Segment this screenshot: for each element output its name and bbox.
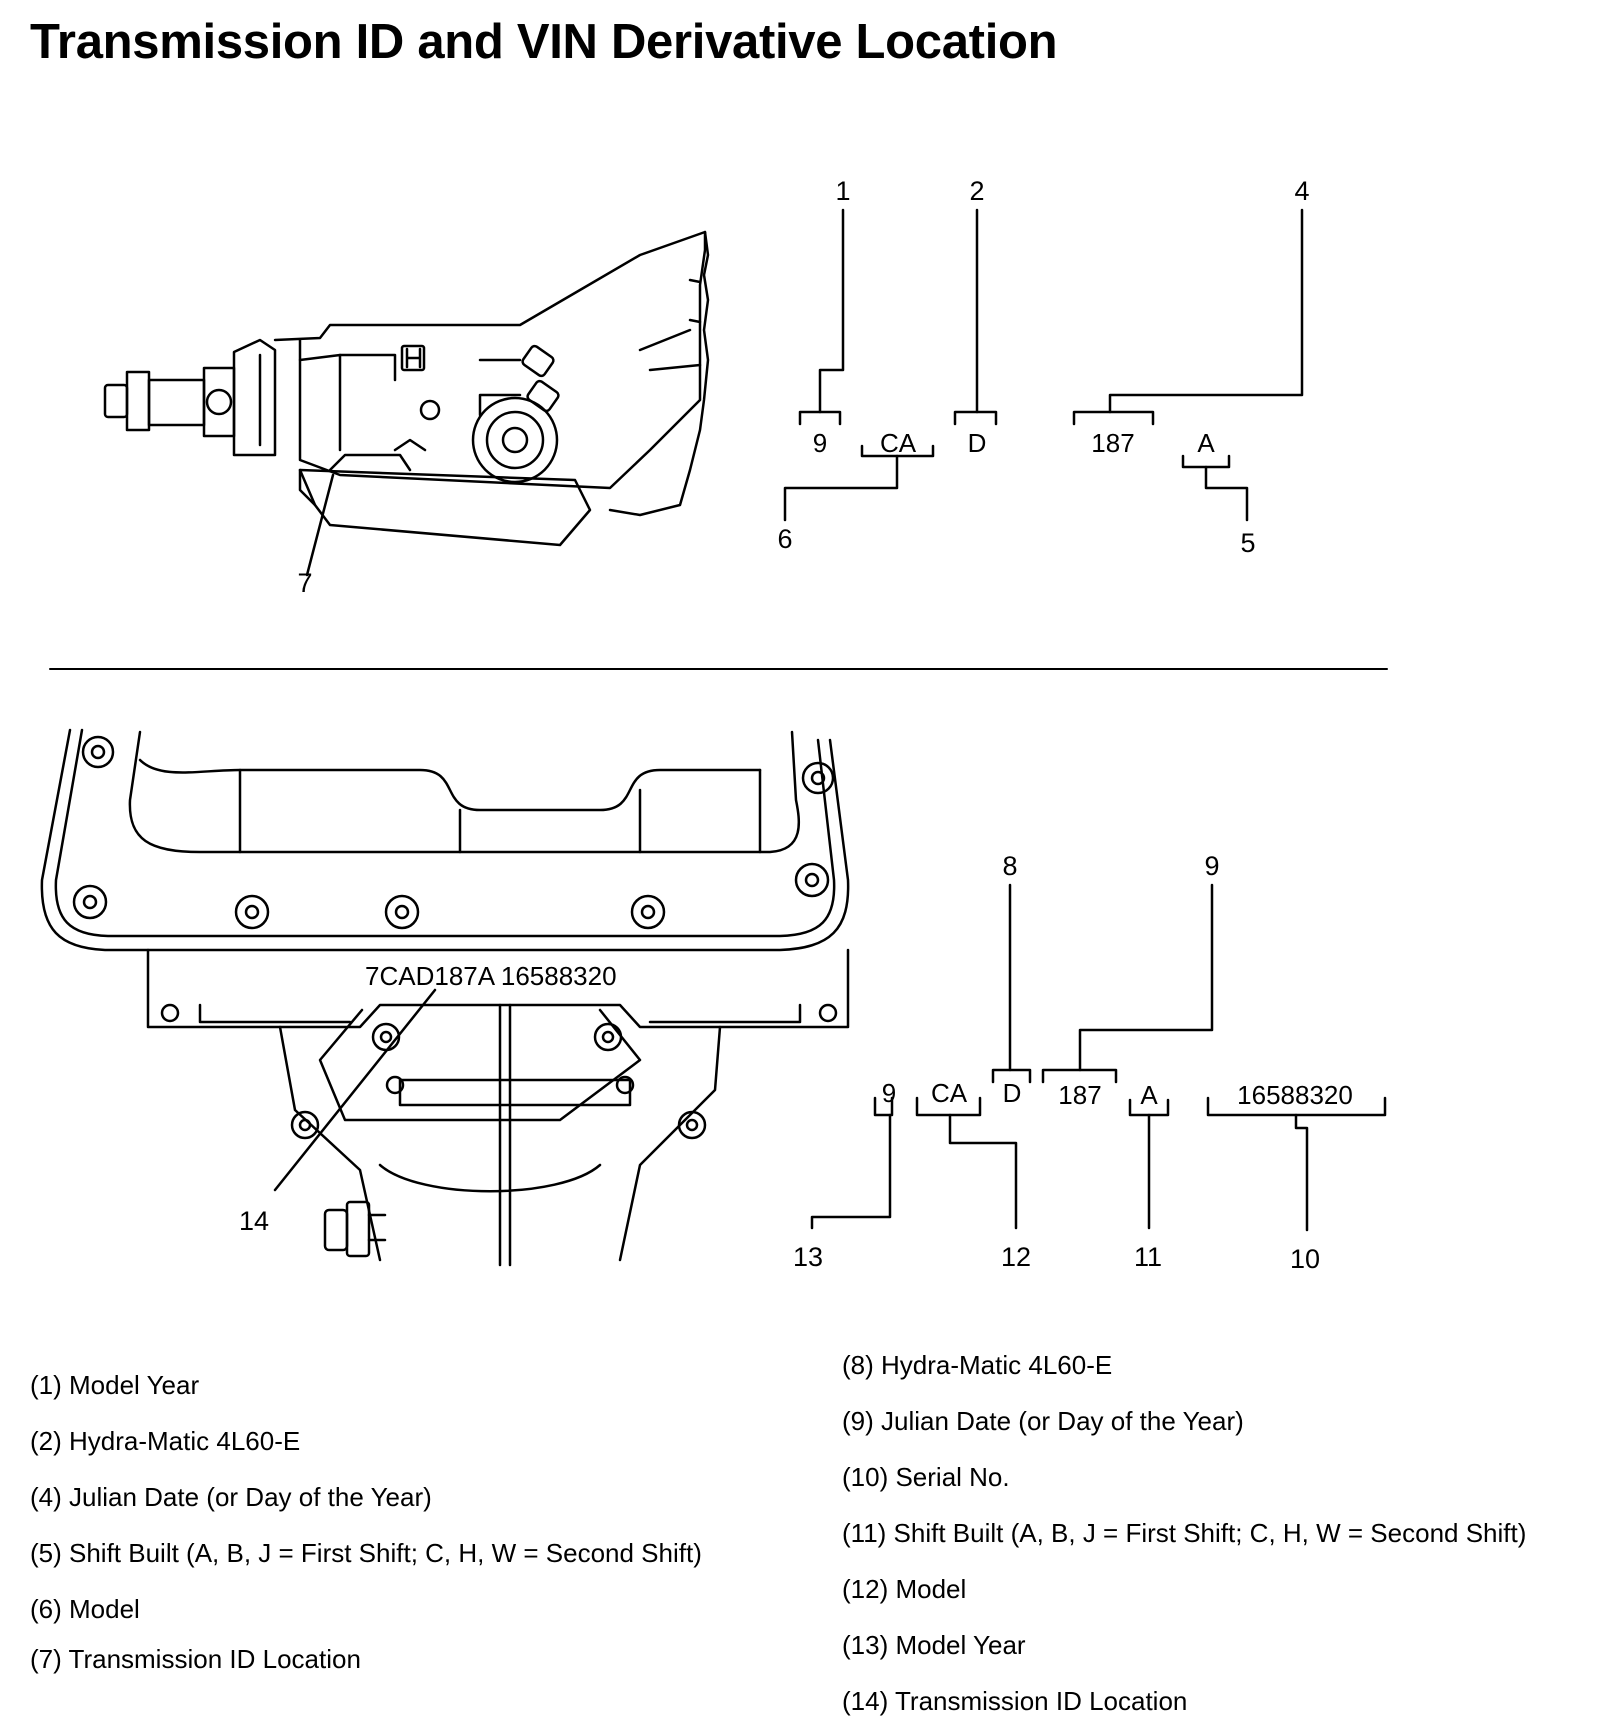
callout-12: 12 <box>1001 1242 1031 1272</box>
legend-item-6: (6) Model <box>30 1594 140 1624</box>
top-callout-numbers: 1 2 4 5 6 7 <box>297 176 1309 598</box>
callout-7: 7 <box>297 568 312 598</box>
legend-item-4: (4) Julian Date (or Day of the Year) <box>30 1482 432 1512</box>
top-code-julian: 187 <box>1091 428 1134 458</box>
callout-10: 10 <box>1290 1244 1320 1274</box>
bottom-code-year: 9 <box>882 1078 896 1108</box>
callout-5: 5 <box>1240 528 1255 558</box>
legend-item-8: (8) Hydra-Matic 4L60-E <box>842 1350 1113 1380</box>
top-code-shift: A <box>1197 428 1215 458</box>
callout-4-leader <box>1108 208 1304 414</box>
legend-item-10: (10) Serial No. <box>842 1462 1010 1492</box>
bottom-code-model: CA <box>931 1078 968 1108</box>
top-code-brackets <box>798 410 1231 469</box>
callout-13: 13 <box>793 1242 823 1272</box>
transmission-bottom-view-illustration <box>40 728 850 1267</box>
callout-8: 8 <box>1002 851 1017 881</box>
callout-5-leader <box>1204 465 1249 522</box>
callout-12-leader <box>948 1113 1018 1230</box>
transmission-side-view-illustration <box>103 230 710 547</box>
top-code-model: CA <box>880 428 917 458</box>
callout-2: 2 <box>969 176 984 206</box>
top-callout-leaders <box>783 208 1304 522</box>
legend-item-5: (5) Shift Built (A, B, J = First Shift; … <box>30 1538 702 1568</box>
legend-item-9: (9) Julian Date (or Day of the Year) <box>842 1406 1244 1436</box>
callout-9: 9 <box>1204 851 1219 881</box>
top-code-labels: 9 CA D 187 A <box>813 428 1216 458</box>
legend-item-2: (2) Hydra-Matic 4L60-E <box>30 1426 301 1456</box>
callout-10-leader <box>1294 1113 1309 1232</box>
top-code-year: 9 <box>813 428 827 458</box>
legend-item-1: (1) Model Year <box>30 1370 200 1400</box>
legend-item-14: (14) Transmission ID Location <box>842 1686 1188 1716</box>
bottom-code-plant: D <box>1003 1078 1022 1108</box>
bottom-code-brackets <box>873 1068 1387 1117</box>
legend-item-7: (7) Transmission ID Location <box>30 1644 361 1674</box>
callout-14-leader <box>273 988 437 1192</box>
bottom-code-serial: 16588320 <box>1237 1080 1353 1110</box>
transmission-id-stamp: 7CAD187A 16588320 <box>365 961 617 991</box>
callout-7-leader <box>305 473 335 577</box>
legend-item-11: (11) Shift Built (A, B, J = First Shift;… <box>842 1518 1527 1548</box>
bottom-code-shift: A <box>1140 1080 1158 1110</box>
callout-13-leader <box>810 1113 892 1230</box>
bottom-callout-numbers: 8 9 10 11 12 13 14 <box>239 851 1320 1274</box>
bottom-code-labels: 9 CA D 187 A 16588320 <box>882 1078 1353 1110</box>
callout-9-leader <box>1078 883 1214 1072</box>
callout-6: 6 <box>777 524 792 554</box>
page-title: Transmission ID and VIN Derivative Locat… <box>30 15 1058 69</box>
bottom-callout-leaders <box>810 883 1309 1232</box>
callout-14: 14 <box>239 1206 269 1236</box>
callout-4: 4 <box>1294 176 1309 206</box>
legend-item-12: (12) Model <box>842 1574 967 1604</box>
callout-1-leader <box>818 208 845 414</box>
callout-11: 11 <box>1134 1242 1162 1272</box>
callout-6-leader <box>783 454 899 522</box>
top-code-plant: D <box>968 428 987 458</box>
bottom-code-julian: 187 <box>1058 1080 1101 1110</box>
callout-1: 1 <box>835 176 850 206</box>
legend-item-13: (13) Model Year <box>842 1630 1026 1660</box>
